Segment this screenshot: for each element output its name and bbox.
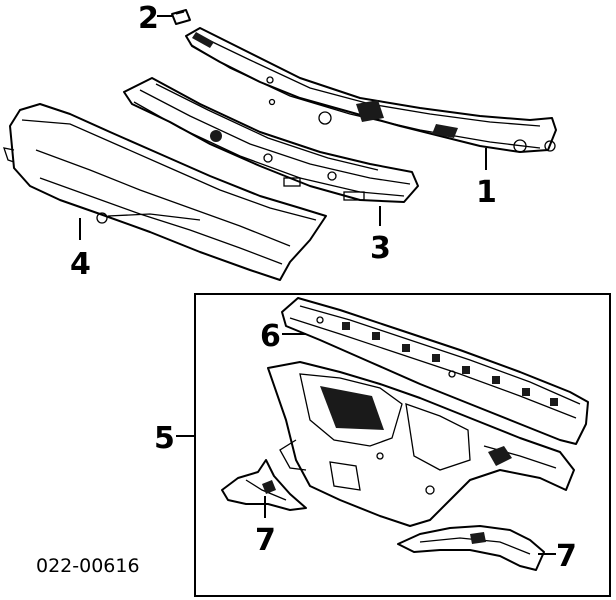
diagram-code: 022-00616 xyxy=(36,555,140,577)
part-4-cowl-side-panel xyxy=(3,103,327,281)
part-5-dash-panel xyxy=(267,361,575,527)
callout-7a: 7 xyxy=(255,523,276,558)
callout-1: 1 xyxy=(476,175,497,210)
callout-7b: 7 xyxy=(556,539,577,574)
assembly-box xyxy=(194,293,611,597)
callout-6: 6 xyxy=(260,319,281,354)
callout-3: 3 xyxy=(370,231,391,266)
part-1-cowl-top-panel xyxy=(185,27,557,153)
callout-4: 4 xyxy=(70,247,91,282)
part-7-bracket-left xyxy=(221,459,307,511)
part-6-cowl-rail xyxy=(281,297,589,445)
part-2-clip xyxy=(171,9,191,25)
callout-5: 5 xyxy=(154,421,175,456)
callout-2: 2 xyxy=(138,1,159,36)
part-7-bracket-right xyxy=(397,525,545,571)
part-3-cowl-panel xyxy=(123,77,419,203)
